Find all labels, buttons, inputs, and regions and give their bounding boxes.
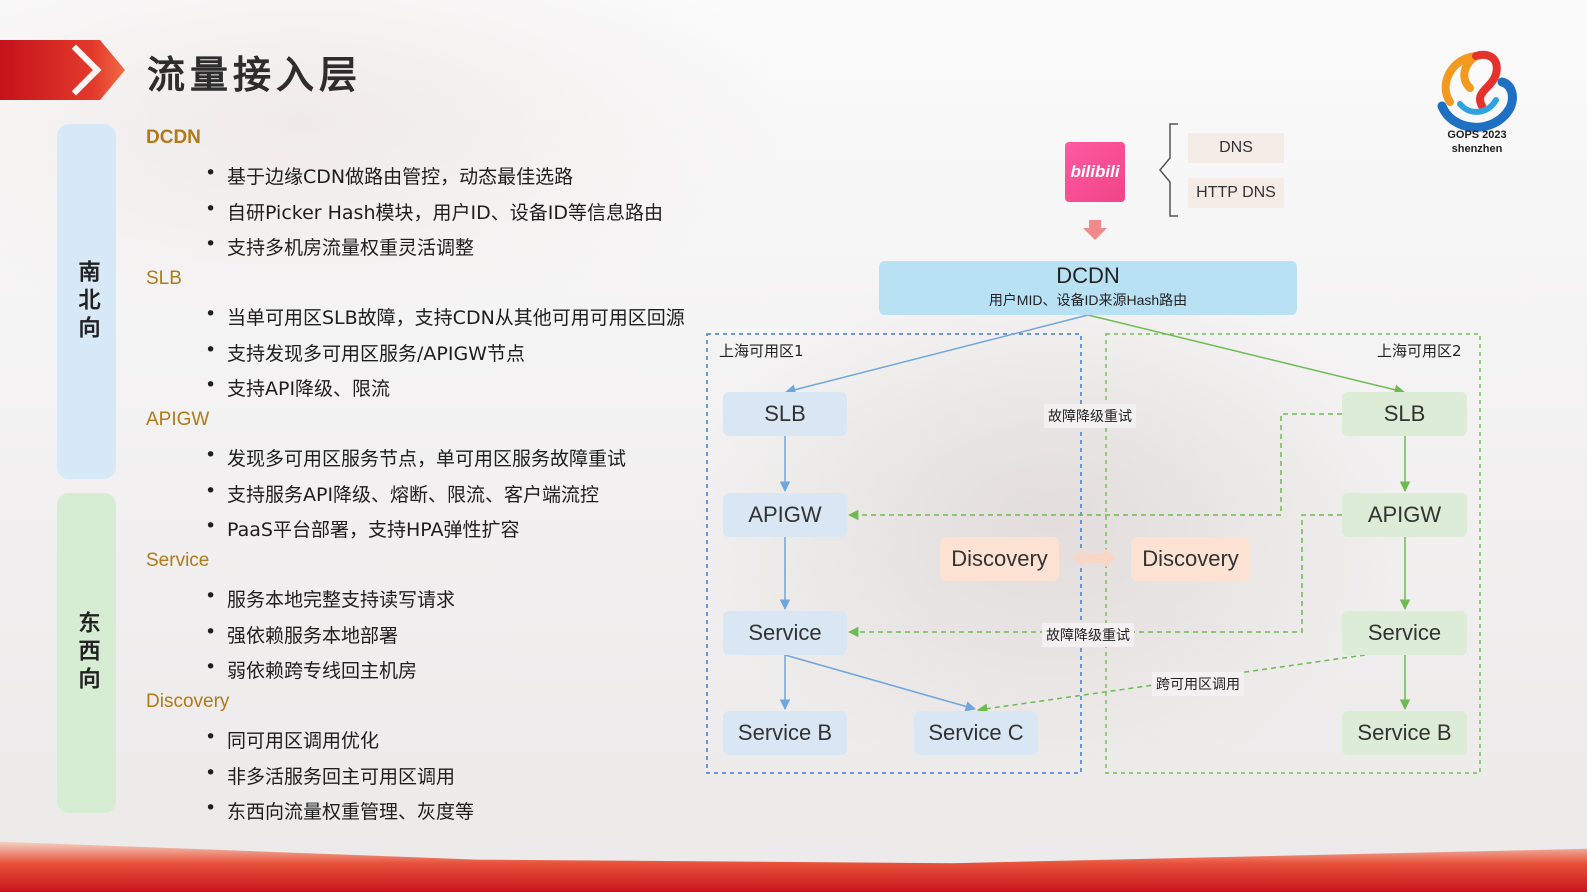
edge-label-failover-top: 故障降级重试 [1044, 404, 1136, 428]
z1-service-node: Service [723, 611, 847, 655]
logo-text: GOPS 2023 shenzhen [1432, 128, 1522, 156]
discovery-left-node: Discovery [940, 537, 1059, 581]
edge-z1-service-servicec [784, 654, 977, 712]
edge-failover-apigw2-service1 [847, 514, 1342, 638]
list-item: PaaS平台部署，支持HPA弹性扩容 [205, 515, 519, 542]
edge-failover-slb2-apigw1 [847, 413, 1342, 521]
category-north-south-label: 南北向 [74, 259, 100, 344]
discovery-right-node: Discovery [1131, 537, 1250, 581]
category-east-west-label: 东西向 [74, 611, 100, 695]
section-heading-dcdn: DCDN [146, 127, 201, 148]
list-item: 基于边缘CDN做路由管控，动态最佳选路 [205, 162, 573, 189]
edge-dcdn-slb2 [1087, 314, 1406, 395]
zone-1-label: 上海可用区1 [719, 342, 804, 360]
dcdn-subtitle: 用户MID、设备ID来源Hash路由 [988, 292, 1188, 308]
edge-label-failover-bottom: 故障降级重试 [1042, 623, 1134, 647]
list-item: 自研Picker Hash模块，用户ID、设备ID等信息路由 [205, 198, 663, 225]
z2-service-node: Service [1342, 611, 1467, 655]
list-item: 发现多可用区服务节点，单可用区服务故障重试 [205, 444, 626, 471]
category-east-west: 东西向 [57, 493, 116, 813]
list-item: 支持API降级、限流 [205, 374, 390, 401]
section-heading-service: Service [146, 550, 210, 571]
list-item: 服务本地完整支持读写请求 [205, 585, 455, 612]
z2-service-b-node: Service B [1342, 711, 1467, 755]
logo-line-1: GOPS 2023 [1447, 129, 1507, 141]
logo-line-2: shenzhen [1451, 143, 1503, 155]
z2-apigw-node: APIGW [1342, 493, 1467, 537]
list-item: 支持多机房流量权重灵活调整 [205, 233, 474, 260]
list-item: 强依赖服务本地部署 [205, 621, 398, 648]
http-dns-box: HTTP DNS [1188, 178, 1284, 208]
dcdn-node: DCDN 用户MID、设备ID来源Hash路由 [879, 261, 1297, 315]
edge-dcdn-slb1 [784, 314, 1089, 395]
bilibili-logo-icon: bilibili [1065, 142, 1125, 202]
z1-apigw-node: APIGW [723, 493, 847, 537]
z1-service-c-node: Service C [914, 711, 1038, 755]
list-item: 支持发现多可用区服务/APIGW节点 [205, 339, 525, 366]
list-item: 同可用区调用优化 [205, 726, 379, 753]
section-heading-apigw: APIGW [146, 409, 210, 430]
category-north-south: 南北向 [57, 124, 116, 479]
section-heading-discovery: Discovery [146, 691, 230, 712]
zone-2-border [1105, 333, 1481, 774]
z2-slb-node: SLB [1342, 392, 1467, 436]
list-item: 东西向流量权重管理、灰度等 [205, 797, 474, 824]
dns-brace [1159, 123, 1178, 217]
list-item: 支持服务API降级、熔断、限流、客户端流控 [205, 480, 599, 507]
z1-slb-node: SLB [723, 392, 847, 436]
edge-cross-zone-call [976, 654, 1366, 714]
list-item: 非多活服务回主可用区调用 [205, 762, 455, 789]
z1-service-b-node: Service B [723, 711, 847, 755]
page-title: 流量接入层 [147, 53, 363, 97]
title-banner-arrow [0, 40, 125, 100]
dcdn-title: DCDN [1056, 263, 1120, 288]
list-item: 弱依赖跨专线回主机房 [205, 656, 417, 683]
double-arrow-icon [1072, 548, 1116, 568]
down-arrow-icon [1083, 220, 1107, 240]
list-item: 当单可用区SLB故障，支持CDN从其他可用可用区回源 [205, 303, 685, 330]
zone-2-label: 上海可用区2 [1377, 342, 1462, 360]
edge-label-cross-zone: 跨可用区调用 [1152, 672, 1244, 696]
gops-logo-icon [1437, 50, 1517, 132]
dns-box: DNS [1188, 133, 1284, 163]
section-heading-slb: SLB [146, 268, 182, 289]
